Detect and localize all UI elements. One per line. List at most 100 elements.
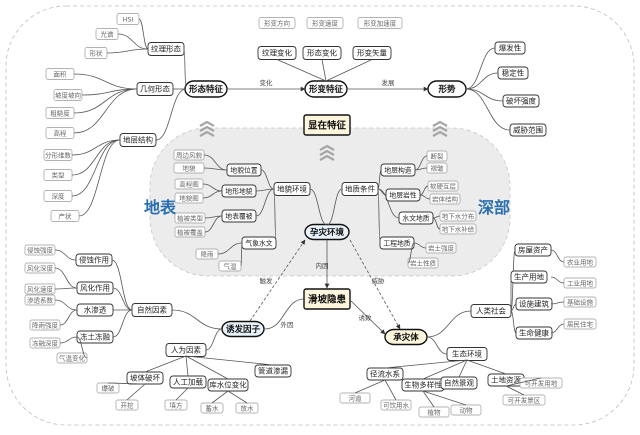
edge-geometry-leaf xyxy=(73,88,138,114)
social-leaf-3: 居民住宅 xyxy=(567,319,594,328)
reservoir-leaf-1: 放水 xyxy=(241,403,255,412)
edge-texture-leaf xyxy=(117,33,149,50)
node-disaster-env-box xyxy=(304,223,350,241)
edge-eco-child xyxy=(466,359,507,375)
edge-structure-leaf xyxy=(71,139,121,197)
node-disaster-env: 孕灾环境 xyxy=(310,227,345,238)
node-eco: 生态环境 xyxy=(452,349,482,359)
edge-leaf xyxy=(414,167,428,171)
right-env-child-0: 地层构造 xyxy=(384,166,411,175)
edge-deform-child xyxy=(276,59,327,82)
edge-leaf xyxy=(432,217,441,230)
edge-left-env-child xyxy=(255,188,275,192)
freeze-leaf-0: 冻融深度 xyxy=(32,338,59,347)
label-develop: 发展 xyxy=(382,78,396,87)
natural-child-0: 侵蚀作用 xyxy=(79,255,109,265)
right-env-child-3: 工程地质 xyxy=(383,239,410,248)
social-leaf-2: 基础设施 xyxy=(567,297,594,306)
slope-leaf-0: 爆破 xyxy=(102,383,116,392)
label-internal: 内因 xyxy=(316,261,329,270)
trend-leaf-1: 稳定性 xyxy=(502,68,525,78)
edge-leaf xyxy=(204,215,223,233)
natural-child-1: 风化作用 xyxy=(80,283,110,293)
label-deep: 深部 xyxy=(478,198,510,217)
edge-social xyxy=(426,310,472,338)
edge-leaf xyxy=(211,390,229,404)
edge-leaf xyxy=(240,242,243,267)
edge-leaf xyxy=(422,390,467,406)
edge-leaf xyxy=(59,336,78,344)
edge-human-child xyxy=(185,355,229,380)
edge-natural-child xyxy=(112,287,133,311)
landform-leaf-0: 高程图 xyxy=(179,179,199,188)
social-child-3: 生命健康 xyxy=(519,328,549,338)
edge-right-env-child xyxy=(377,169,382,190)
social-leaf-0: 农业用地 xyxy=(567,257,594,266)
node-geology: 地质条件 xyxy=(345,184,375,194)
right-env-child-2: 水文地质 xyxy=(402,214,429,223)
edge-leaf xyxy=(505,377,542,387)
node-natural: 自然因素 xyxy=(137,305,167,315)
right-chevron xyxy=(432,125,448,132)
edge-deform-child xyxy=(321,59,327,82)
edge-induce xyxy=(249,239,306,322)
trend-leaf-2: 破坏强度 xyxy=(506,96,536,106)
lith-leaf-0: 软硬互层 xyxy=(430,181,457,190)
eco-leaf-2: 植物 xyxy=(428,407,442,416)
edge-trend-leaf xyxy=(465,88,511,131)
deform-leaf-2: 形变加速度 xyxy=(364,18,397,27)
edge-leaf xyxy=(407,242,415,264)
deform-leaf-2-box xyxy=(357,17,403,29)
structure-leaf-1: 类型 xyxy=(52,170,66,179)
outer-frame xyxy=(5,5,635,426)
edge-effect1 xyxy=(349,299,386,335)
node-deform-feature: 形变特征 xyxy=(309,84,344,95)
human-child-3: 管道渗漏 xyxy=(258,366,288,376)
weathering-leaf-0: 风化深度 xyxy=(27,263,54,272)
label-effect2: 威胁 xyxy=(372,276,386,285)
deform-leaf-1-box xyxy=(306,17,344,29)
natural-child-2: 水渗透 xyxy=(84,305,107,315)
edge-human-child xyxy=(185,355,274,366)
edge-deform-child xyxy=(325,59,373,82)
weather-leaf-1: 气温 xyxy=(224,261,238,270)
edge-eco-child xyxy=(458,359,468,378)
social-child-0: 房屋资产 xyxy=(518,245,548,255)
center-chevron xyxy=(319,154,335,161)
human-child-1: 人工加载 xyxy=(173,377,203,387)
deform-child-2: 形变矢量 xyxy=(357,48,387,58)
edge-leaf xyxy=(384,379,397,401)
edge-trend-leaf xyxy=(465,72,499,90)
edge-external xyxy=(264,298,305,330)
node-trigger: 诱发因子 xyxy=(226,324,261,335)
edge-eco xyxy=(426,336,448,355)
edge-leaf xyxy=(175,387,189,401)
node-landform-env: 地貌环境 xyxy=(277,184,307,194)
deform-child-0: 纹理变化 xyxy=(262,48,292,58)
deform-leaf-0-box xyxy=(258,17,296,29)
edge-natural-child xyxy=(111,259,133,311)
seep-leaf-1: 降雨强度 xyxy=(32,320,59,329)
seep-leaf-0: 渗透系数 xyxy=(27,295,54,304)
edge-left-env-child xyxy=(260,169,275,190)
structure-leaf-2: 深度 xyxy=(52,191,66,200)
edge-trend-leaf xyxy=(465,47,496,90)
node-title: 显在特征 xyxy=(308,119,347,131)
eng-leaf-0: 岩土强度 xyxy=(428,243,455,252)
edge-leaf xyxy=(413,242,427,249)
geometry-leaf-0: 面积 xyxy=(54,69,68,78)
freeze-leaf-1: 气温变化 xyxy=(59,353,86,362)
weathering-leaf-1: 风化速度 xyxy=(27,284,54,293)
node-social: 人类社会 xyxy=(476,306,506,316)
label-external: 外因 xyxy=(281,320,294,329)
edge-geometry-leaf xyxy=(73,88,138,134)
edge-social-child xyxy=(510,303,517,312)
social-child-2: 设施建筑 xyxy=(519,299,549,309)
edge-effect2 xyxy=(349,239,401,330)
eco-child-3: 土地资源 xyxy=(491,375,521,385)
edge-leaf xyxy=(54,299,78,311)
node-trend: 形势 xyxy=(438,84,456,95)
social-leaf-1: 工业用地 xyxy=(567,278,594,287)
rstructure-leaf-1: 褶皱 xyxy=(431,163,445,172)
